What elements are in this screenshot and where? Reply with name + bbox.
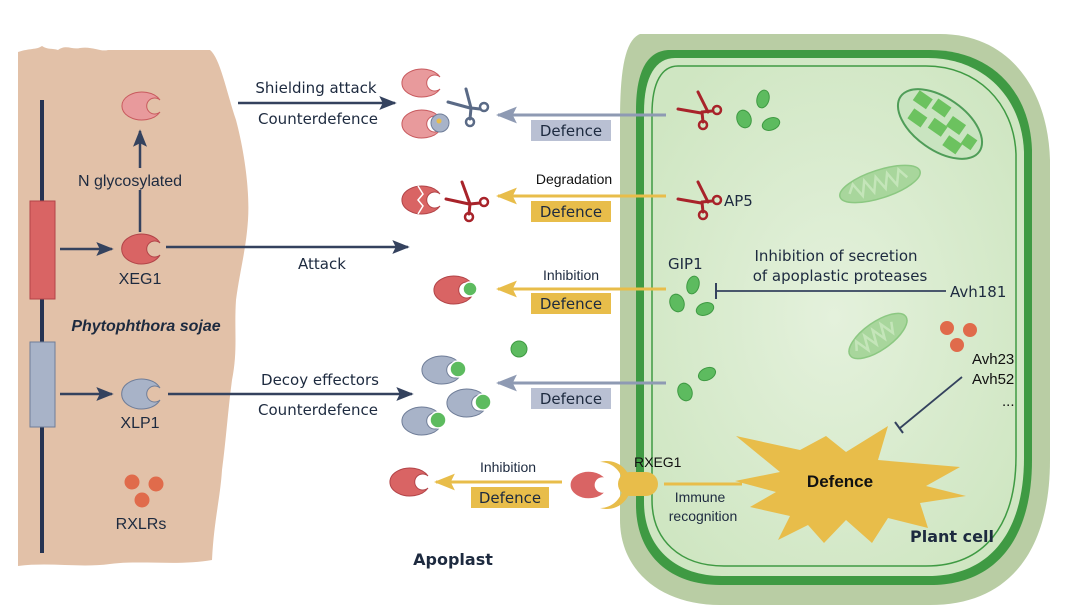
rxeg1-receptor <box>600 461 658 509</box>
defence-tag-5: Defence <box>479 489 541 507</box>
immune-line2: recognition <box>669 508 738 524</box>
immune-line1: Immune <box>675 489 726 505</box>
apoplast-label: Apoplast <box>413 550 493 569</box>
xeg1-inhibited-protein <box>433 275 478 305</box>
defence-tag-4: Defence <box>540 390 602 408</box>
gip1-label: GIP1 <box>668 255 703 273</box>
plant-cell-label: Plant cell <box>910 527 994 546</box>
rxlrs-label: RXLRs <box>116 516 167 533</box>
scissors-icon <box>446 87 490 128</box>
xeg1-glycosylated-shielded <box>401 109 450 139</box>
avh23-inhibition-line <box>899 376 963 429</box>
ap5-label: AP5 <box>724 192 753 210</box>
gip1-free-icon <box>510 340 528 358</box>
scissors-icon <box>676 180 723 221</box>
defence-burst-label: Defence <box>807 472 873 491</box>
more-effectors-label: ... <box>1002 393 1015 410</box>
rxlr-effectors-icon <box>124 474 164 508</box>
xeg1-bound-protein <box>569 470 607 500</box>
defence-tag-yellow-bg <box>471 487 549 508</box>
degradation-label: Degradation <box>536 171 612 187</box>
attack-label: Attack <box>298 255 346 273</box>
counterdefence-label-2: Counterdefence <box>258 401 378 419</box>
n-glycosylated-label: N glycosylated <box>78 173 182 190</box>
xeg1-glycosylated-protein <box>401 68 441 98</box>
defence-tag-yellow-bg <box>531 201 611 222</box>
counterdefence-label-1: Counterdefence <box>258 110 378 128</box>
inhibition-label-2: Inhibition <box>480 459 536 475</box>
avh52-label: Avh52 <box>972 371 1014 388</box>
secretion-inhibition-line2: of apoplastic proteases <box>753 267 928 285</box>
scissors-icon <box>676 90 723 131</box>
avh23-label: Avh23 <box>972 351 1014 368</box>
xlp1-gip1-complex <box>401 406 447 436</box>
decoy-effectors-label: Decoy effectors <box>261 371 379 389</box>
defence-tag-grey-bg <box>531 388 611 409</box>
xeg1-label: XEG1 <box>119 271 162 288</box>
defence-tag-2: Defence <box>540 203 602 221</box>
xeg1-glycosylated-protein <box>121 91 161 121</box>
scissors-icon <box>444 180 490 223</box>
defence-tag-1: Defence <box>540 122 602 140</box>
inhibition-label-1: Inhibition <box>543 267 599 283</box>
xeg1-protein <box>389 467 429 497</box>
mitochondrion-icon <box>848 312 908 360</box>
cytoplasm <box>644 58 1024 576</box>
gip1-group-icon <box>677 366 717 402</box>
pathogen-name: Phytophthora sojae <box>71 318 220 335</box>
defence-burst <box>735 426 966 543</box>
inhibition-bar <box>894 421 904 434</box>
gip1-group-icon <box>736 89 781 131</box>
xlp1-gene <box>29 341 56 428</box>
defence-tag-yellow-bg <box>531 293 611 314</box>
gip1-group-icon <box>669 275 715 316</box>
xeg1-degraded-protein <box>401 185 441 215</box>
xlp1-protein <box>121 378 161 410</box>
defence-tag-3: Defence <box>540 295 602 313</box>
xlp1-gip1-complex <box>446 388 492 418</box>
avh181-label: Avh181 <box>950 283 1006 301</box>
shielding-attack-label: Shielding attack <box>255 79 376 97</box>
rxeg1-label: RXEG1 <box>634 454 682 470</box>
label-bg <box>66 168 208 190</box>
rxlr-effectors-icon <box>940 321 977 352</box>
defence-tag-grey-bg <box>531 120 611 141</box>
mitochondrion-icon <box>839 164 921 204</box>
xlp1-label: XLP1 <box>120 415 159 432</box>
chloroplast-icon <box>896 88 984 160</box>
xlp1-gip1-complex <box>421 355 467 385</box>
xeg1-gene <box>29 200 56 300</box>
xeg1-protein <box>121 233 161 265</box>
secretion-inhibition-line1: Inhibition of secretion <box>754 247 917 265</box>
